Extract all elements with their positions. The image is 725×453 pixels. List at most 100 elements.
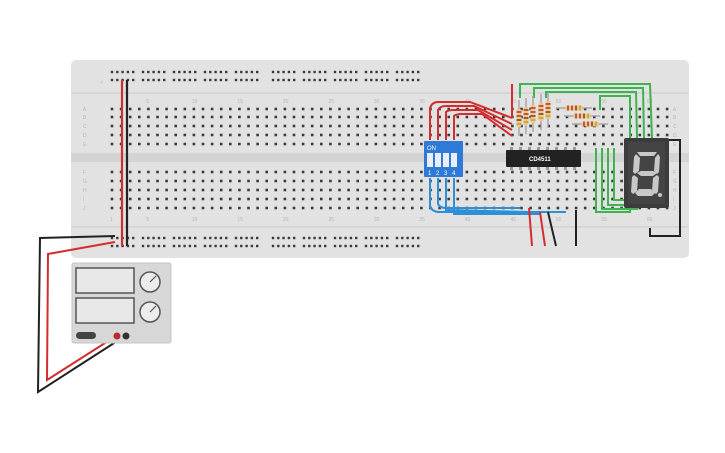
rail-hole[interactable] [411,244,415,248]
breadboard-hole[interactable] [292,179,296,183]
breadboard-hole[interactable] [301,206,305,210]
breadboard-hole[interactable] [483,188,487,192]
rail-hole[interactable] [344,244,347,248]
breadboard-hole[interactable] [219,188,223,192]
breadboard-hole[interactable] [265,124,268,128]
rail-hole[interactable] [209,78,212,82]
breadboard-hole[interactable] [420,188,423,192]
breadboard-hole[interactable] [219,170,223,174]
breadboard-hole[interactable] [556,115,560,119]
breadboard-hole[interactable] [392,142,396,146]
resistor[interactable] [545,92,551,128]
breadboard-hole[interactable] [483,197,487,201]
breadboard-hole[interactable] [383,124,387,128]
rail-hole[interactable] [364,244,368,248]
breadboard-hole[interactable] [574,206,578,210]
breadboard-hole[interactable] [292,197,296,201]
rail-hole[interactable] [240,244,243,248]
breadboard-hole[interactable] [529,142,532,146]
breadboard-hole[interactable] [219,107,223,111]
breadboard-hole[interactable] [538,179,541,183]
breadboard-hole[interactable] [593,107,596,111]
breadboard-hole[interactable] [638,115,642,119]
breadboard-hole[interactable] [292,133,296,137]
breadboard-hole[interactable] [438,133,441,137]
breadboard-hole[interactable] [392,170,396,174]
breadboard-hole[interactable] [238,115,241,119]
breadboard-hole[interactable] [347,124,350,128]
breadboard-hole[interactable] [374,188,378,192]
ic-pin[interactable] [564,147,567,150]
breadboard-hole[interactable] [147,197,150,201]
rail-hole[interactable] [203,70,207,74]
breadboard-hole[interactable] [110,133,114,137]
breadboard-hole[interactable] [492,142,496,146]
breadboard-hole[interactable] [174,107,177,111]
rail-hole[interactable] [282,244,285,248]
breadboard-hole[interactable] [374,197,378,201]
breadboard-hole[interactable] [183,179,187,183]
breadboard-hole[interactable] [174,133,177,137]
breadboard-hole[interactable] [456,179,460,183]
breadboard-hole[interactable] [201,170,205,174]
breadboard-hole[interactable] [529,133,532,137]
breadboard-hole[interactable] [165,133,168,137]
breadboard-hole[interactable] [347,133,350,137]
breadboard-hole[interactable] [492,107,496,111]
breadboard-hole[interactable] [465,133,469,137]
breadboard-hole[interactable] [292,170,296,174]
breadboard-hole[interactable] [511,142,514,146]
breadboard-hole[interactable] [583,142,587,146]
breadboard-hole[interactable] [229,206,232,210]
rail-hole[interactable] [157,78,161,82]
rail-hole[interactable] [214,236,217,240]
power-supply[interactable] [71,262,172,344]
breadboard-hole[interactable] [256,197,259,201]
rail-hole[interactable] [355,78,358,82]
rail-hole[interactable] [308,244,311,248]
breadboard-hole[interactable] [201,115,205,119]
breadboard-hole[interactable] [511,170,514,174]
rail-hole[interactable] [163,236,166,240]
breadboard-hole[interactable] [411,179,414,183]
breadboard-hole[interactable] [338,188,341,192]
breadboard-hole[interactable] [256,179,259,183]
breadboard-hole[interactable] [310,197,314,201]
rail-hole[interactable] [271,70,275,74]
breadboard-hole[interactable] [538,142,541,146]
breadboard-hole[interactable] [283,170,287,174]
breadboard-hole[interactable] [620,107,623,111]
breadboard-hole[interactable] [392,197,396,201]
rail-hole[interactable] [214,78,217,82]
breadboard-hole[interactable] [265,107,268,111]
breadboard-hole[interactable] [420,142,423,146]
breadboard-hole[interactable] [411,170,414,174]
breadboard-hole[interactable] [128,124,132,128]
breadboard-hole[interactable] [165,170,168,174]
breadboard-hole[interactable] [356,206,359,210]
rail-hole[interactable] [344,236,347,240]
breadboard-hole[interactable] [320,197,323,201]
rail-hole[interactable] [234,244,238,248]
breadboard-hole[interactable] [320,188,323,192]
rail-hole[interactable] [240,78,243,82]
breadboard-hole[interactable] [583,133,587,137]
breadboard-hole[interactable] [310,124,314,128]
breadboard-hole[interactable] [165,142,168,146]
breadboard-hole[interactable] [238,170,241,174]
breadboard-hole[interactable] [365,179,369,183]
breadboard-hole[interactable] [128,179,132,183]
breadboard-hole[interactable] [347,142,350,146]
breadboard-hole[interactable] [256,115,259,119]
breadboard-hole[interactable] [338,206,341,210]
breadboard-hole[interactable] [547,188,551,192]
rail-hole[interactable] [188,244,192,248]
breadboard-hole[interactable] [420,197,423,201]
breadboard-hole[interactable] [128,206,132,210]
breadboard-hole[interactable] [238,197,241,201]
breadboard-hole[interactable] [347,206,350,210]
breadboard-hole[interactable] [593,133,596,137]
breadboard-hole[interactable] [356,179,359,183]
rail-hole[interactable] [178,236,181,240]
breadboard-hole[interactable] [365,170,369,174]
